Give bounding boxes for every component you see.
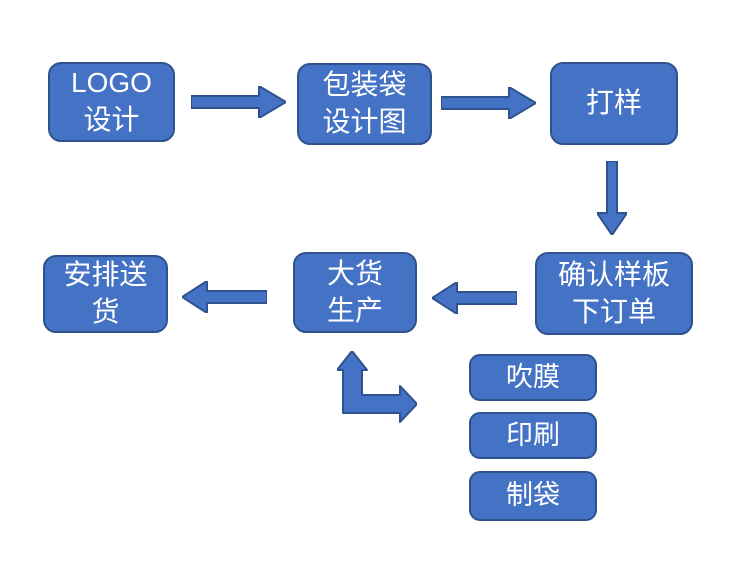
node-blown-film: 吹膜 bbox=[469, 354, 597, 401]
node-label: 吹膜 bbox=[506, 360, 560, 396]
right-arrow-icon bbox=[441, 87, 536, 119]
node-confirm-order: 确认样板 下订单 bbox=[535, 252, 693, 335]
node-label: 包装袋 设计图 bbox=[322, 67, 406, 141]
node-proofing: 打样 bbox=[550, 62, 678, 145]
node-printing: 印刷 bbox=[469, 412, 597, 459]
node-label: 大货 生产 bbox=[327, 256, 383, 330]
node-label-line: 设计图 bbox=[322, 106, 407, 137]
down-arrow-icon bbox=[597, 161, 627, 235]
node-label-line: 包装袋 bbox=[322, 69, 407, 101]
node-label: 印刷 bbox=[506, 418, 560, 454]
node-label-line: 安排送 bbox=[63, 259, 148, 291]
node-mass-production: 大货 生产 bbox=[293, 252, 417, 333]
node-label: 打样 bbox=[586, 85, 642, 122]
node-label-line: 印刷 bbox=[506, 419, 560, 450]
node-bag-making: 制袋 bbox=[469, 471, 597, 521]
node-label-line: LOGO bbox=[71, 67, 152, 99]
left-arrow-icon bbox=[432, 282, 517, 314]
node-label-line: 大货 bbox=[326, 257, 383, 289]
node-logo-design: LOGO 设计 bbox=[48, 62, 175, 142]
node-label-line: 下订单 bbox=[571, 295, 656, 327]
node-label: 确认样板 下订单 bbox=[558, 257, 670, 331]
node-label: 安排送 货 bbox=[63, 257, 147, 331]
left-arrow-shape bbox=[182, 281, 267, 313]
bent-up-right-arrow-icon bbox=[337, 351, 417, 423]
node-label-line: 打样 bbox=[585, 87, 642, 119]
right-arrow-shape bbox=[441, 87, 536, 119]
node-bag-design: 包装袋 设计图 bbox=[297, 63, 432, 145]
right-arrow-icon bbox=[191, 86, 286, 118]
node-label-line: 货 bbox=[91, 296, 120, 327]
left-arrow-shape bbox=[432, 282, 517, 314]
node-arrange-delivery: 安排送 货 bbox=[43, 255, 168, 333]
down-arrow-shape bbox=[597, 161, 627, 235]
node-label-line: 制袋 bbox=[506, 480, 560, 511]
left-arrow-icon bbox=[182, 281, 267, 313]
node-label-line: 生产 bbox=[326, 294, 383, 326]
node-label-line: 确认样板 bbox=[557, 258, 670, 290]
bent-up-right-arrow-shape bbox=[337, 351, 417, 423]
right-arrow-shape bbox=[191, 86, 286, 118]
node-label: 制袋 bbox=[506, 478, 560, 514]
node-label-line: 吹膜 bbox=[506, 361, 560, 392]
node-label: LOGO 设计 bbox=[71, 65, 152, 139]
node-label-line: 设计 bbox=[83, 104, 140, 135]
